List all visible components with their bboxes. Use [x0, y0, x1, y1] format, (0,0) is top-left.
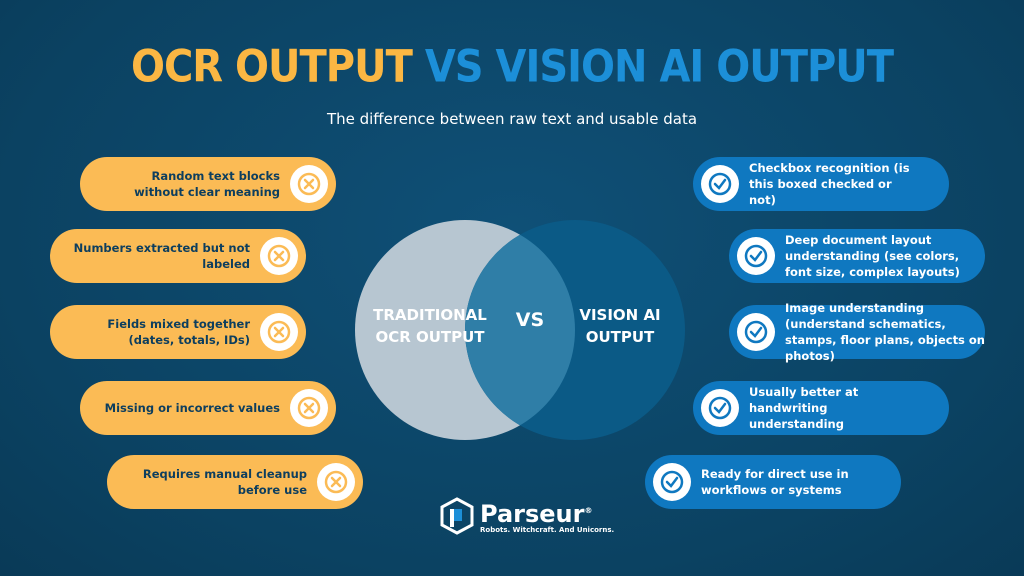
x-circle-icon [317, 463, 355, 501]
vision-item: Ready for direct use in workflows or sys… [645, 455, 901, 509]
title-vision: VS VISION AI OUTPUT [424, 41, 894, 93]
title-ocr: OCR OUTPUT [130, 41, 413, 93]
logo-name: Parseur [480, 499, 585, 528]
x-circle-icon [260, 313, 298, 351]
x-circle-icon [290, 165, 328, 203]
logo-tagline: Robots. Witchcraft. And Unicorns. [480, 525, 615, 534]
parseur-logo: Parseur® Robots. Witchcraft. And Unicorn… [440, 497, 614, 535]
subtitle: The difference between raw text and usab… [326, 110, 698, 128]
ocr-item-text: Missing or incorrect values [104, 401, 280, 415]
vision-item-text: Usually better at handwriting understand… [749, 385, 859, 431]
check-circle-icon [701, 165, 739, 203]
check-circle-icon [701, 389, 739, 427]
logo-registered: ® [584, 505, 593, 515]
ocr-item-text: Requires manual cleanup before use [142, 467, 307, 497]
vision-item: Checkbox recognition (is this boxed chec… [693, 157, 949, 211]
check-circle-icon [653, 463, 691, 501]
ocr-item: Fields mixed together (dates, totals, ID… [50, 305, 306, 359]
page-title: OCR OUTPUT VS VISION AI OUTPUT [0, 41, 1024, 93]
vision-item-text: Image understanding (understand schemati… [785, 301, 985, 363]
venn-overlap [465, 220, 575, 440]
x-circle-icon [260, 237, 298, 275]
check-circle-icon [737, 237, 775, 275]
vision-item: Image understanding (understand schemati… [729, 301, 985, 363]
ocr-item-text: Random text blocks without clear meaning [134, 169, 280, 199]
ocr-item-text: Fields mixed together (dates, totals, ID… [107, 317, 250, 347]
ocr-item: Missing or incorrect values [80, 381, 336, 435]
parseur-logo-icon [440, 497, 474, 535]
venn-left-label: TRADITIONAL OCR OUTPUT [373, 306, 487, 346]
ocr-item: Requires manual cleanup before use [107, 455, 363, 509]
vision-item-text: Deep document layout understanding (see … [785, 233, 960, 279]
check-circle-icon [737, 313, 775, 351]
venn-right-label: VISION AI OUTPUT [579, 306, 661, 346]
vision-item: Usually better at handwriting understand… [693, 381, 949, 435]
vision-item: Deep document layout understanding (see … [729, 229, 985, 283]
vision-item-text: Ready for direct use in workflows or sys… [701, 467, 849, 497]
venn-center-label: VS [515, 309, 545, 331]
vision-item-text: Checkbox recognition (is this boxed chec… [749, 161, 910, 207]
ocr-item: Random text blocks without clear meaning [80, 157, 336, 211]
ocr-item: Numbers extracted but not labeled [50, 229, 306, 283]
x-circle-icon [290, 389, 328, 427]
ocr-item-text: Numbers extracted but not labeled [73, 241, 250, 271]
